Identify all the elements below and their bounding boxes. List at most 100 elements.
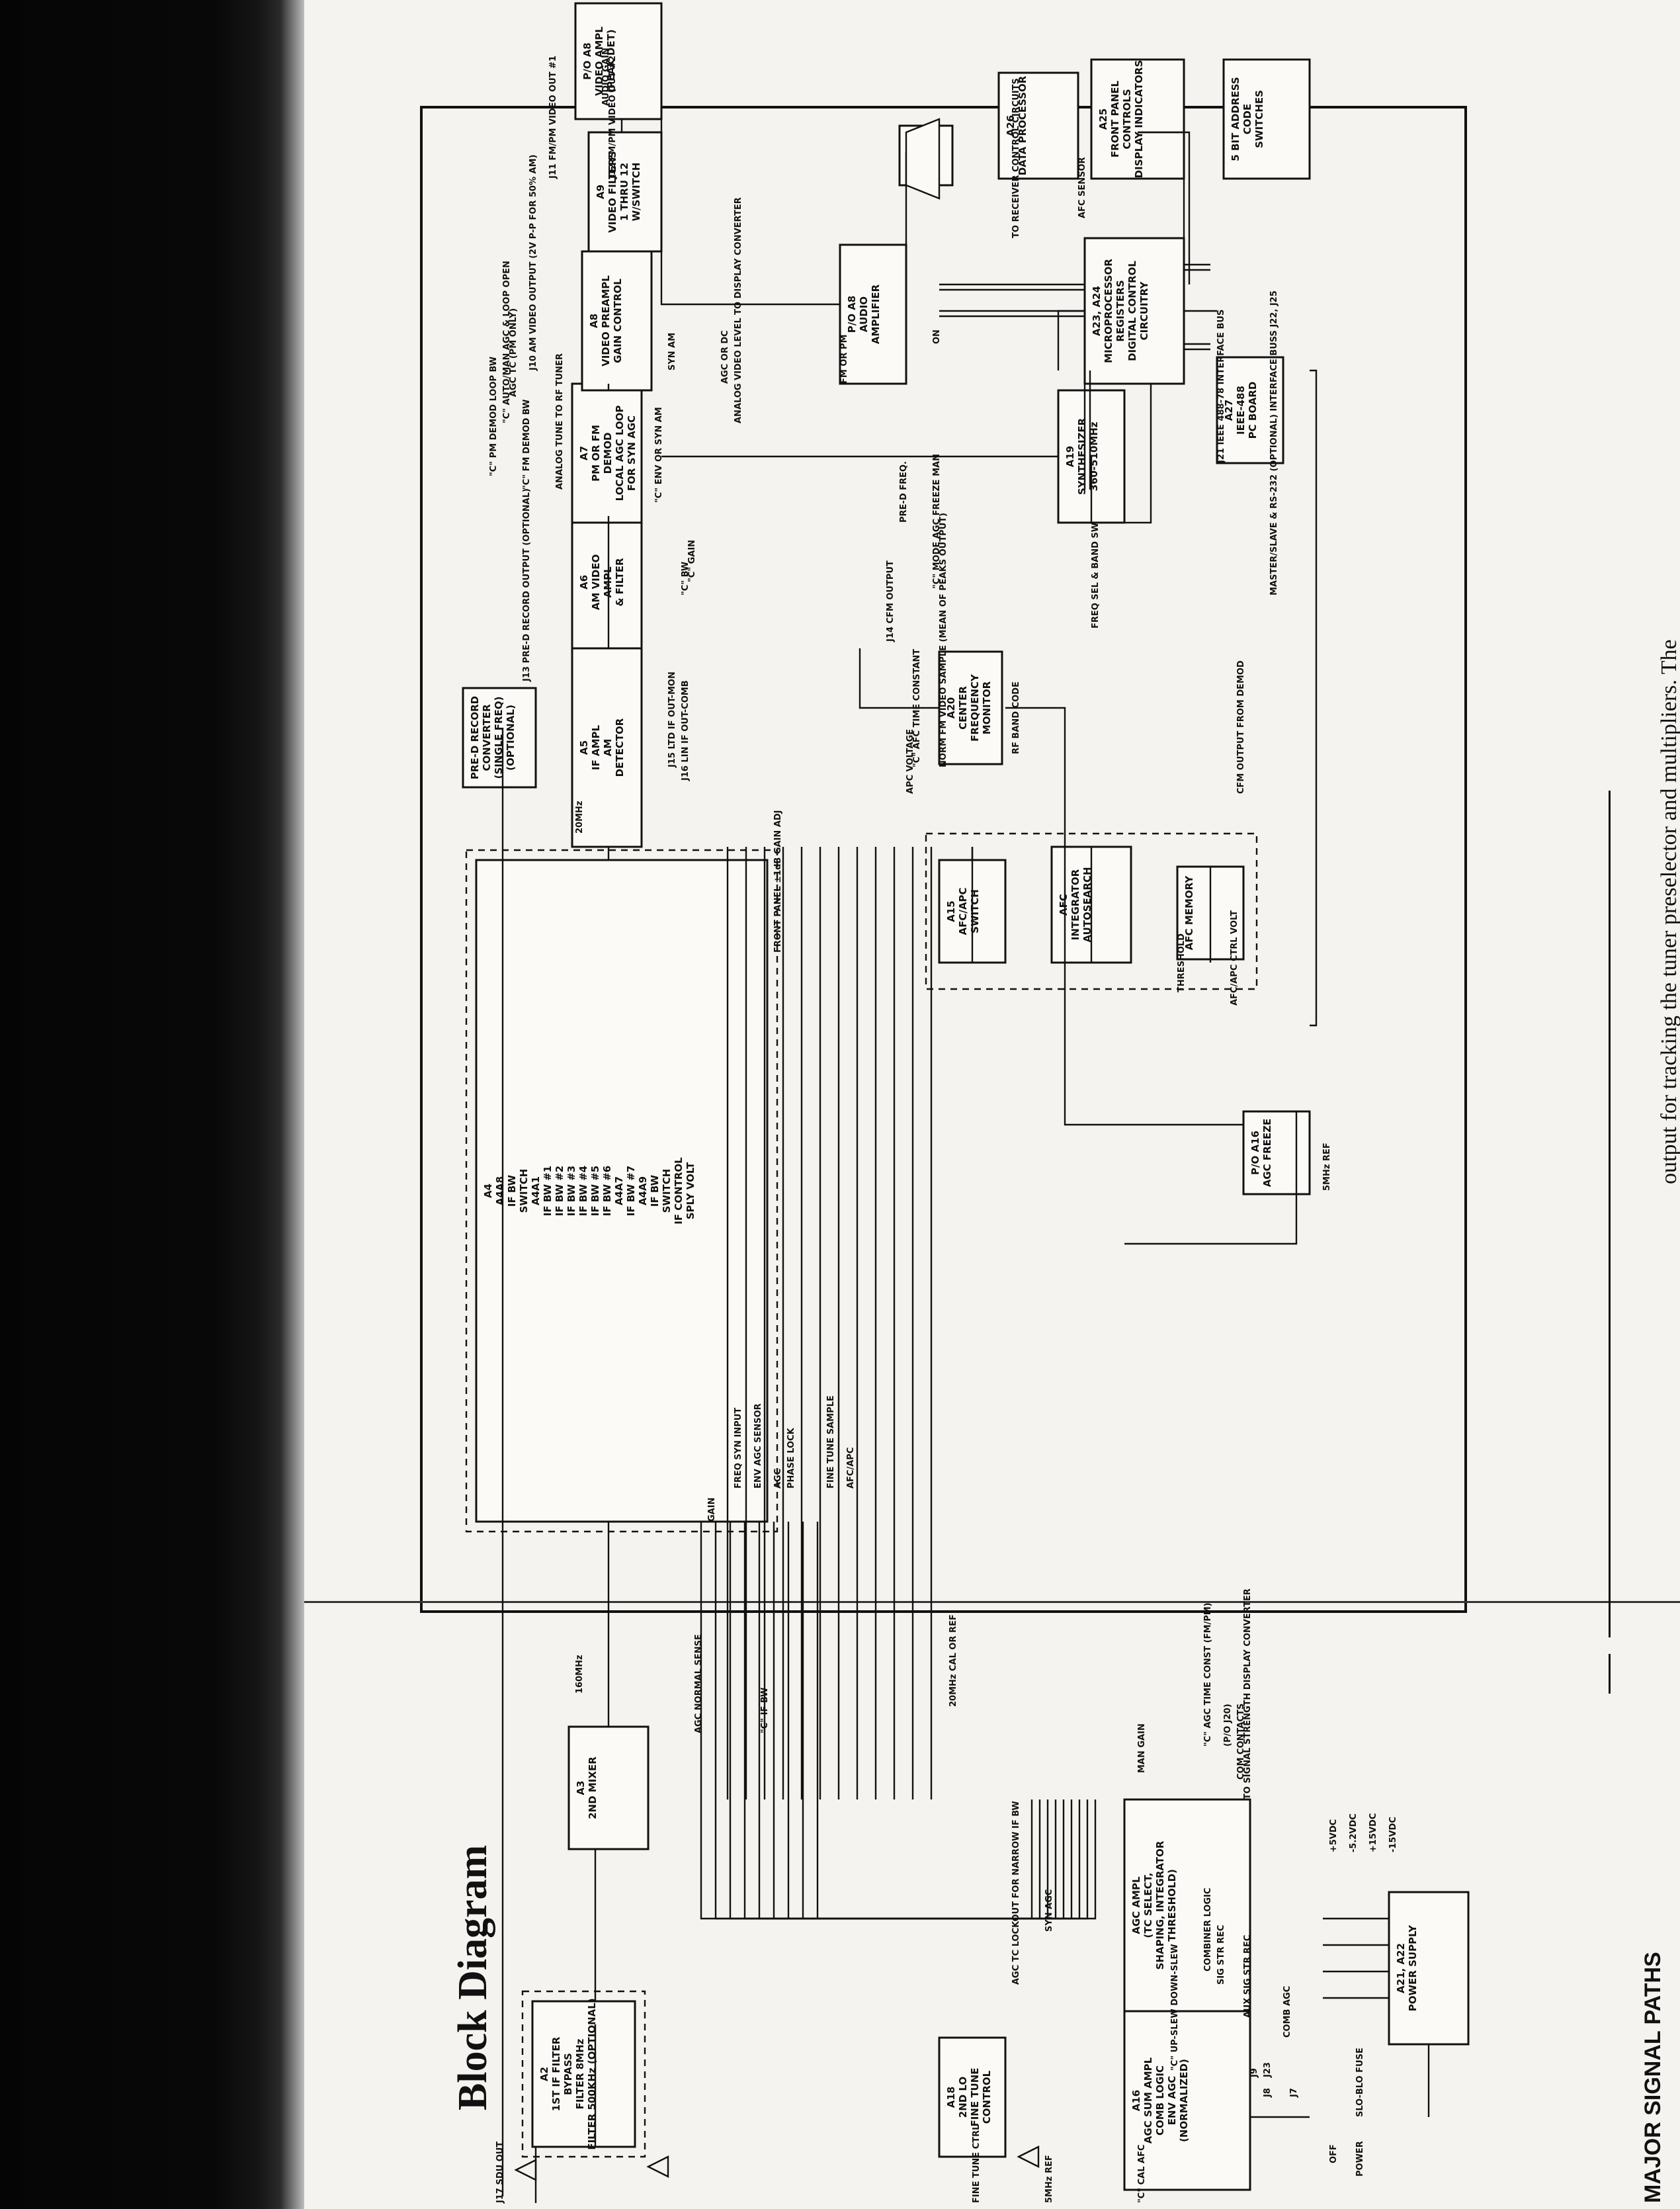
section-subtitle: MAJOR SIGNAL PATHS bbox=[1640, 1952, 1665, 2203]
signal-label: PHASE LOCK bbox=[786, 1427, 796, 1489]
block-a16-label: ENV AGC bbox=[1166, 2076, 1178, 2126]
signal-wire bbox=[787, 1522, 1081, 1920]
block-a4-label: A4 bbox=[482, 1184, 494, 1198]
signal-label: AUDIO GAIN bbox=[601, 48, 611, 106]
block-a19-label: SYNTHESIZER bbox=[1076, 417, 1088, 495]
block-afc-int-label: INTEGRATOR bbox=[1070, 869, 1081, 940]
block-a7-label: A7 bbox=[578, 446, 590, 460]
connector-label: J17 SDU OUT bbox=[495, 2142, 505, 2204]
block-a7-label: LOCAL AGC LOOP bbox=[614, 406, 626, 501]
block-agc-ampl-label: THRESHOLD) bbox=[1166, 1869, 1178, 1942]
signal-label: GAIN bbox=[707, 1498, 717, 1522]
block-pa8-audio-label: AUDIO bbox=[858, 296, 870, 332]
block-a3-box bbox=[567, 1725, 650, 1850]
block-agc-ampl-label: AGC AMPL bbox=[1130, 1876, 1142, 1934]
block-a16-box bbox=[1123, 2010, 1251, 2191]
block-a5-label: DETECTOR bbox=[614, 718, 626, 777]
signal-label: ON bbox=[932, 329, 942, 344]
block-pa8-audio-label: AMPLIFIER bbox=[870, 284, 882, 344]
block-pa8-audio-box bbox=[839, 243, 907, 385]
connector-label: J14 CFM OUTPUT bbox=[886, 560, 896, 642]
signal-wire bbox=[729, 1522, 1049, 1920]
block-a6-label: & FILTER bbox=[614, 558, 626, 607]
signal-label: SYN AM bbox=[667, 333, 677, 370]
connector-label: J16 LIN IF OUT-COMB bbox=[681, 680, 691, 781]
signal-label: AGC TC LOCKOUT FOR NARROW IF BW bbox=[1011, 1801, 1021, 1985]
signal-label: THRESHOLD bbox=[1177, 933, 1187, 992]
block-a15-label: A15 bbox=[945, 900, 957, 922]
signal-label: "C" BW bbox=[681, 562, 691, 595]
block-a6-box bbox=[571, 515, 643, 650]
signal-label: "C" IF BW bbox=[760, 1688, 770, 1733]
block-pre-d-label: (SINGLE FREQ) bbox=[493, 697, 505, 779]
signal-label: ANALOG TUNE TO RF TUNER bbox=[555, 353, 565, 490]
signal-label: "C" AUTO/MAN AGC & LOOP OPEN bbox=[502, 261, 512, 423]
block-a23-box bbox=[1083, 237, 1185, 385]
block-a27-label: IEEE-488 bbox=[1235, 386, 1247, 435]
signal-label: COMB AGC bbox=[1282, 1986, 1292, 2038]
block-a21-box bbox=[1388, 1891, 1470, 2046]
block-a9-label: VIDEO FILTERS bbox=[607, 151, 618, 233]
signal-wire bbox=[1138, 131, 1191, 284]
block-a4-label: SPLY VOLT bbox=[685, 1162, 696, 1219]
connector-arrow-icon bbox=[514, 2159, 537, 2181]
block-a7-label: PM OR FM bbox=[590, 425, 602, 482]
connector-arrow-icon bbox=[1017, 2145, 1040, 2168]
block-a4-label: IF BW #3 bbox=[566, 1166, 577, 1216]
block-a26-label: DATA PROCESSOR bbox=[1017, 75, 1029, 175]
block-a25-box bbox=[1090, 58, 1185, 180]
supply-voltage-label: -5.2VDC bbox=[1349, 1813, 1359, 1852]
connector-label: MASTER/SLAVE & RS-232 (OPTIONAL) INTERFA… bbox=[1269, 290, 1279, 595]
connector-label: J13 PRE-D RECORD OUTPUT (OPTIONAL) bbox=[522, 488, 532, 682]
signal-label: TO RECEIVER CONTROL CIRCUITS bbox=[1011, 78, 1021, 238]
signal-wire bbox=[773, 1522, 1073, 1920]
signal-label: AFC/APC CTRL VOLT bbox=[1230, 910, 1239, 1006]
signal-label: FRONT PANEL ±1dB GAIN ADJ bbox=[773, 810, 783, 953]
block-a18-label: A18 bbox=[945, 2087, 957, 2108]
a4-dashed-enclosure bbox=[465, 849, 778, 1533]
signal-wire bbox=[700, 1522, 1033, 1920]
signal-label: AFC/APC bbox=[846, 1448, 856, 1489]
block-a4-label: IF BW #4 bbox=[577, 1166, 589, 1216]
block-a4-label: IF BW bbox=[649, 1174, 661, 1207]
block-a25-label: FRONT PANEL bbox=[1109, 80, 1121, 157]
block-a27-label: A27 bbox=[1223, 400, 1235, 421]
supply-voltage-label: +15VDC bbox=[1368, 1813, 1378, 1852]
block-a8-label: VIDEO PREAMPL bbox=[600, 275, 612, 367]
signal-label: SIG STR REC bbox=[1216, 1925, 1226, 1985]
signal-wire bbox=[1005, 707, 1243, 1126]
block-a20-label: CENTER bbox=[957, 686, 969, 730]
edge-label: "C" CAL AFC bbox=[1137, 2144, 1147, 2203]
edge-label: 5MHz REF bbox=[1044, 2155, 1054, 2203]
block-a6-label: AM VIDEO bbox=[590, 554, 602, 610]
signal-label: CFM OUTPUT FROM DEMOD bbox=[1236, 660, 1246, 794]
diagram-frame bbox=[420, 106, 1467, 1613]
signal-label: 20MHz CAL OR REF bbox=[948, 1614, 958, 1707]
signal-label: FINE TUNE SAMPLE bbox=[826, 1395, 836, 1489]
block-a4-label: IF BW #2 bbox=[554, 1166, 566, 1216]
connector-label: J15 LTD IF OUT-MON bbox=[667, 671, 677, 768]
signal-label: "C" AFC TIME CONSTANT bbox=[912, 649, 922, 767]
block-a23-label: DIGITAL CONTROL bbox=[1126, 261, 1138, 361]
signal-label: SLO-BLO FUSE bbox=[1355, 2048, 1365, 2117]
a2-dashed-enclosure bbox=[521, 1990, 646, 2158]
signal-wire bbox=[743, 1522, 1057, 1920]
signal-label: 160MHz bbox=[575, 1655, 585, 1694]
block-a4-label: A4A9 bbox=[637, 1176, 649, 1205]
signal-wire bbox=[1310, 369, 1318, 1027]
block-a4-label: IF BW #6 bbox=[601, 1166, 613, 1216]
title-rule bbox=[1609, 791, 1611, 1637]
signal-label: COMBINER LOGIC bbox=[1203, 1888, 1213, 1972]
